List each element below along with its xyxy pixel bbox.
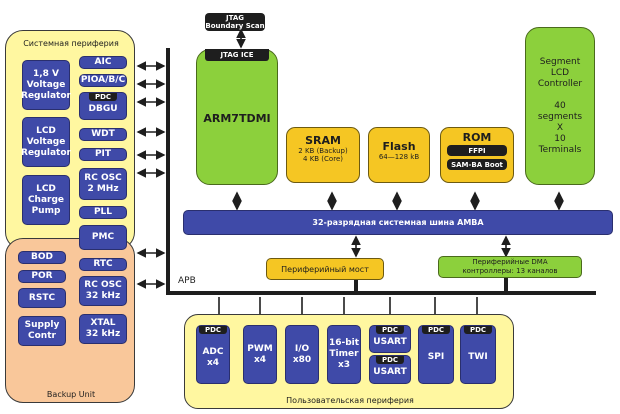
flash-block: Flash 64—128 kB — [368, 127, 430, 183]
adc-block: PDC ADC x4 — [196, 325, 230, 384]
flash-size: 64—128 kB — [378, 153, 420, 161]
aic-block: AIC — [79, 56, 127, 69]
sam-ba-boot-block: SAM-BA Boot — [447, 159, 507, 170]
lcd-voltage-regulator: LCD Voltage Regulator — [21, 117, 71, 167]
backup-unit-title: Backup Unit — [46, 390, 96, 399]
pdc-tag: PDC — [375, 326, 405, 334]
sram-line1: 2 KB (Backup) — [298, 147, 348, 155]
segment-lcd-controller: Segment LCD Controller 40 segments X 10 … — [525, 27, 595, 185]
sram-block: SRAM 2 KB (Backup) 4 KB (Core) — [286, 127, 360, 183]
rstc-block: RSTC — [18, 288, 66, 308]
twi-label: TWI — [468, 352, 488, 362]
pdc-tag: PDC — [375, 356, 405, 364]
usart0-block: PDC USART — [369, 325, 411, 353]
lcd-charge-pump: LCD Charge Pump — [22, 175, 70, 225]
sys-arrows — [136, 61, 166, 289]
wdt-block: WDT — [79, 128, 127, 141]
peripheral-bridge: Периферийный мост — [266, 258, 384, 280]
por-block: POR — [18, 270, 66, 283]
cpu-label: ARM7TDMI — [203, 112, 271, 125]
sram-line2: 4 KB (Core) — [303, 155, 343, 163]
pdc-tag: PDC — [463, 326, 493, 334]
ffpi-block: FFPI — [447, 145, 507, 156]
dbgu-label: DBGU — [88, 103, 118, 114]
pdc-tag: PDC — [421, 326, 451, 334]
rc-osc-2mhz-block: RC OSC 2 MHz — [79, 168, 127, 200]
timer-block: 16-bit Timer x3 — [327, 325, 361, 384]
rtc-block: RTC — [79, 258, 127, 271]
io-block: I/O x80 — [285, 325, 319, 384]
arm7tdmi-cpu: JTAG ICE ARM7TDMI — [196, 49, 278, 185]
supply-controller-block: Supply Contr — [18, 316, 66, 346]
pdc-tag: PDC — [88, 93, 118, 101]
dbgu-block: PDC DBGU — [79, 92, 127, 120]
jtag-ice: JTAG ICE — [205, 49, 269, 61]
adc-label: ADC x4 — [202, 346, 224, 368]
pdc-tag: PDC — [198, 326, 228, 334]
usart1-block: PDC USART — [369, 355, 411, 384]
rom-title: ROM — [462, 131, 492, 144]
pio-block: PIOA/B/C — [79, 74, 127, 87]
sram-title: SRAM — [305, 134, 341, 147]
apb-label: APB — [178, 276, 196, 286]
peripheral-dma-controller: Периферийные DMA контроллеры: 13 каналов — [438, 256, 582, 278]
amba-bus: 32-разрядная системная шина AMBA — [183, 210, 613, 235]
flash-title: Flash — [382, 140, 416, 153]
spi-label: SPI — [427, 352, 445, 362]
pit-block: PIT — [79, 148, 127, 161]
user-periphery-title: Пользовательская периферия — [286, 396, 414, 405]
bod-block: BOD — [18, 251, 66, 264]
amba-arrows — [232, 28, 564, 258]
system-periphery-title: Системная периферия — [23, 39, 119, 48]
pmc-block: PMC — [79, 225, 127, 250]
pll-block: PLL — [79, 206, 127, 219]
xtal-32khz-block: XTAL 32 kHz — [79, 314, 127, 344]
spi-block: PDC SPI — [418, 325, 454, 384]
rom-block: ROM FFPI SAM-BA Boot — [440, 127, 514, 183]
pwm-block: PWM x4 — [243, 325, 277, 384]
twi-block: PDC TWI — [460, 325, 496, 384]
usart1-label: USART — [373, 367, 407, 377]
rc-osc-32khz-block: RC OSC 32 kHz — [79, 276, 127, 306]
usart0-label: USART — [373, 336, 407, 347]
voltage-regulator-1v8: 1,8 V Voltage Regulator — [21, 60, 71, 110]
jtag-boundary-scan: JTAG Boundary Scan — [205, 13, 265, 31]
